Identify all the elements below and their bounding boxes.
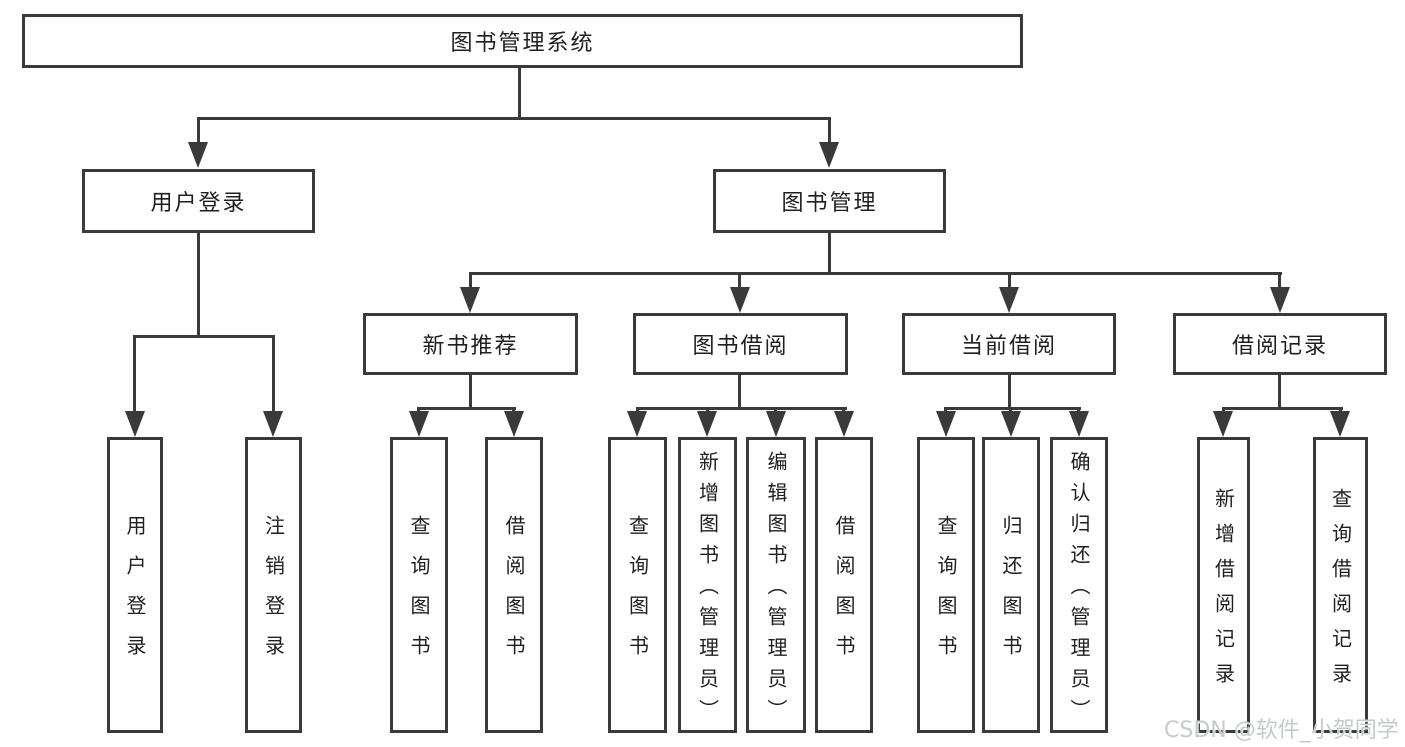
connector-line [197,233,200,338]
leaf-label: 查询图书 [625,515,650,675]
node-label: 新书推荐 [422,334,519,359]
leaf-logout: 注销登录 [245,437,302,733]
node-label: 用户登录 [150,191,247,216]
connector-line [197,117,831,120]
leaf-label: 新增借阅记录 [1211,487,1236,698]
connector-line [518,68,521,117]
arrow-down-icon [730,287,750,313]
leaf-label: 借阅图书 [832,515,856,675]
leaf-label: 查询借阅记录 [1328,487,1353,698]
connector-line [944,407,1081,410]
arrow-down-icon [999,287,1019,313]
arrow-down-icon [1270,287,1290,313]
connector-line [828,233,831,275]
node-label: 图书管理系统 [450,31,595,56]
connector-line [1222,407,1343,410]
leaf-label: 归还图书 [999,515,1023,675]
leaf-confirm-return-admin: 确认归还（管理员） [1050,437,1108,733]
node-library-system: 图书管理系统 [22,14,1023,68]
arrow-down-icon [188,142,208,168]
arrow-down-icon [1001,411,1021,437]
leaf-label: 查询图书 [934,515,958,675]
leaf-query-books-newbooks: 查询图书 [390,437,448,733]
connector-line [1008,375,1011,410]
arrow-down-icon [1213,411,1233,437]
connector-line [1278,272,1281,289]
arrow-down-icon [263,411,283,437]
arrow-down-icon [125,411,145,437]
leaf-label: 编辑图书（管理员） [764,451,788,730]
arrow-down-icon [1069,411,1089,437]
arrow-down-icon [936,411,956,437]
leaf-return-books: 归还图书 [982,437,1040,733]
connector-line [828,117,831,145]
leaf-borrow-books: 借阅图书 [815,437,873,733]
connector-line [272,335,275,411]
arrow-down-icon [409,411,429,437]
node-label: 当前借阅 [960,334,1057,359]
node-book-borrow: 图书借阅 [633,313,848,375]
leaf-query-borrow-record: 查询借阅记录 [1313,437,1368,733]
connector-line [1008,272,1011,289]
arrow-down-icon [1330,411,1350,437]
leaf-label: 注销登录 [261,515,286,675]
arrow-down-icon [504,411,524,437]
node-new-book-recommend: 新书推荐 [363,313,578,375]
connector-line [133,335,275,338]
arrow-down-icon [627,411,647,437]
leaf-label: 确认归还（管理员） [1067,451,1091,730]
node-current-borrow: 当前借阅 [902,313,1116,375]
node-book-management: 图书管理 [713,169,946,233]
node-user-login: 用户登录 [82,169,315,233]
leaf-add-borrow-record: 新增借阅记录 [1197,437,1250,733]
leaf-query-books-borrow: 查询图书 [608,437,667,733]
csdn-watermark: CSDN @软件_小贺同学 [1164,718,1399,743]
leaf-user-login: 用户登录 [107,437,163,733]
leaf-label: 新增图书（管理员） [695,451,720,730]
connector-line [636,407,847,410]
connector-line [469,272,1282,275]
leaf-query-books-current: 查询图书 [917,437,975,733]
leaf-label: 查询图书 [407,515,431,675]
leaf-label: 用户登录 [123,515,147,675]
arrow-down-icon [697,411,717,437]
connector-line [197,117,200,145]
node-label: 图书借阅 [692,334,789,359]
node-borrow-records: 借阅记录 [1173,313,1387,375]
connector-line [133,335,136,411]
connector-line [738,272,741,289]
leaf-borrow-books-newbooks: 借阅图书 [485,437,543,733]
arrow-down-icon [766,411,786,437]
arrow-down-icon [460,287,480,313]
leaf-add-book-admin: 新增图书（管理员） [678,437,737,733]
leaf-edit-book-admin: 编辑图书（管理员） [746,437,806,733]
node-label: 借阅记录 [1231,334,1328,359]
connector-line [417,407,516,410]
connector-line [469,375,472,410]
arrow-down-icon [819,142,839,168]
connector-line [1278,375,1281,410]
arrow-down-icon [834,411,854,437]
node-label: 图书管理 [781,191,878,216]
connector-line [469,272,472,289]
leaf-label: 借阅图书 [502,515,526,675]
connector-line [738,375,741,410]
